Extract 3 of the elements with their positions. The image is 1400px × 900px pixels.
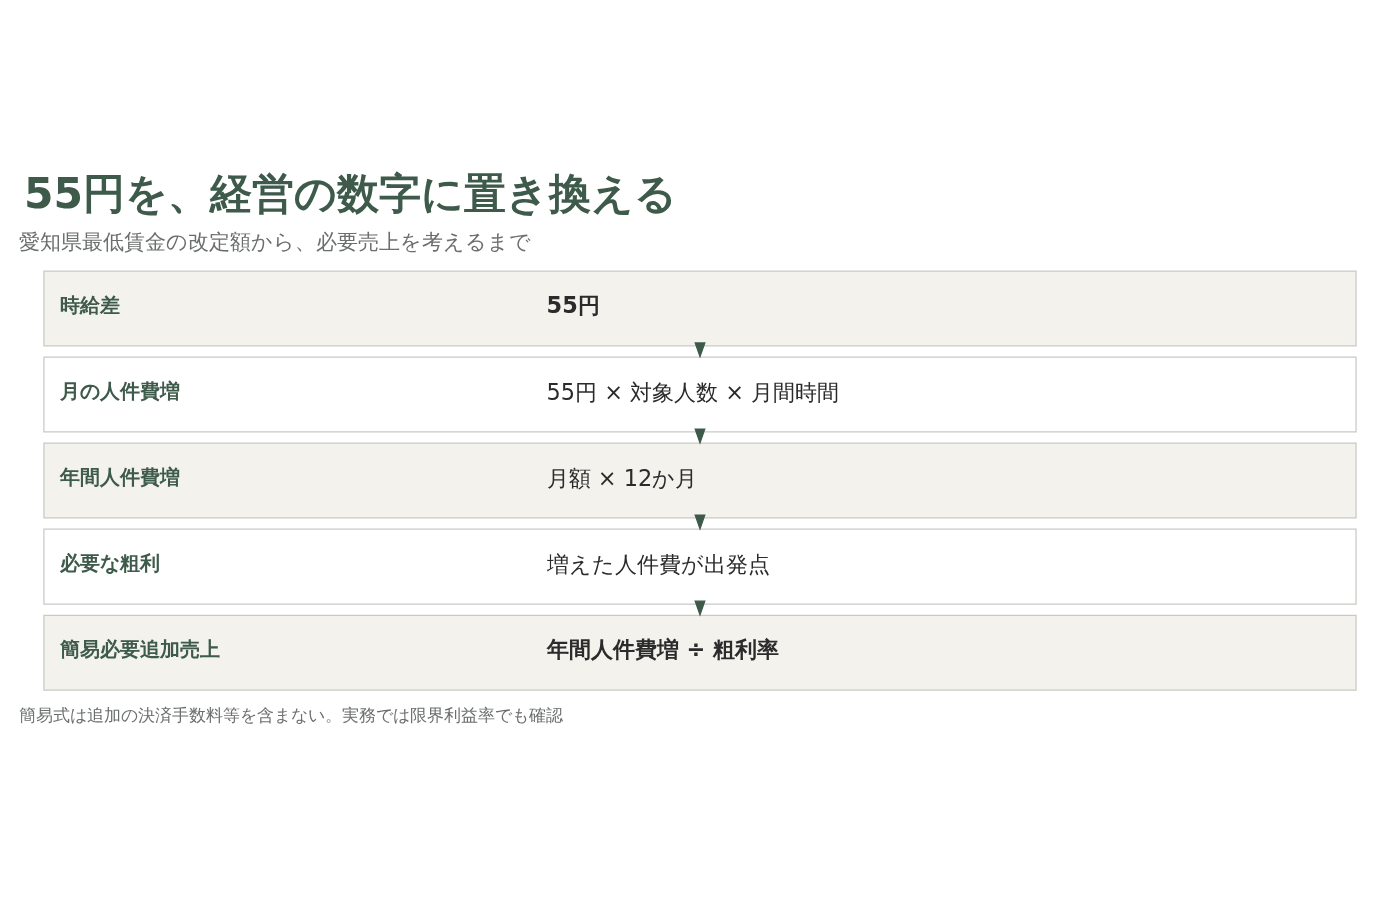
label: 簡易式は追加の決済手数料等を含まない。実務では限界利益率でも確認 — [18, 704, 563, 725]
diagram-title: 55円を、経営の数字に置き換える — [23, 168, 677, 218]
label: 愛知県最低賃金の改定額から、必要売上を考えるまで — [18, 228, 531, 254]
